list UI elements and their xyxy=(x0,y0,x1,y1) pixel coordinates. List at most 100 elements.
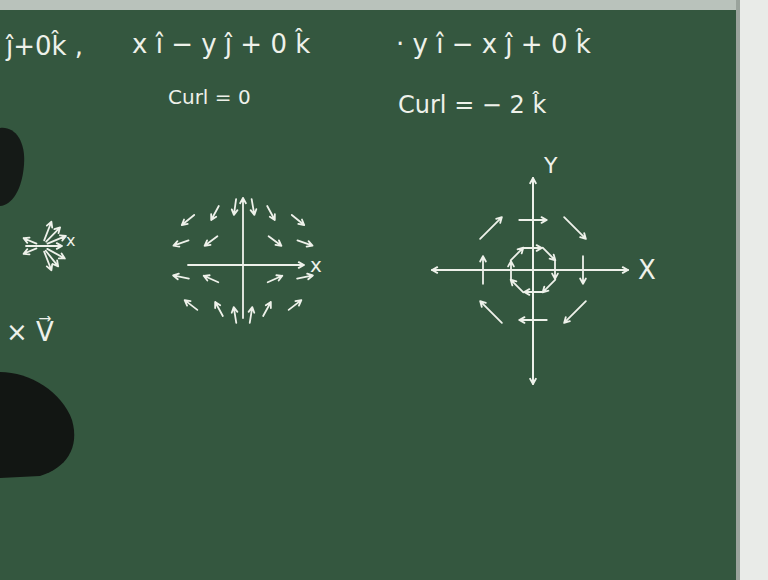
x-axis-stroke xyxy=(432,267,628,273)
field-arrow-stroke xyxy=(508,261,514,279)
field-arrow xyxy=(289,300,302,310)
field-arrow xyxy=(204,275,219,282)
field-arrow-stroke xyxy=(173,240,188,246)
field-arrow xyxy=(480,301,502,323)
field-arrow-stroke xyxy=(205,236,218,246)
board-shadow xyxy=(0,10,768,16)
field-arrow-stroke xyxy=(269,236,282,246)
field-arrow-stroke xyxy=(543,280,556,293)
field-arrow xyxy=(205,236,218,246)
y-axis-stroke xyxy=(530,178,536,384)
curl-result: Curl = 0 xyxy=(168,86,251,108)
field-arrow-stroke xyxy=(249,307,255,323)
field-arrow xyxy=(297,240,312,246)
field-arrow xyxy=(268,275,283,282)
field-arrow xyxy=(519,217,547,223)
field-arrow xyxy=(524,245,542,251)
field-arrow-stroke xyxy=(47,249,65,259)
x-axis-stroke xyxy=(26,243,62,249)
field-arrow xyxy=(173,274,189,280)
x-axis xyxy=(188,262,304,268)
x-axis-stroke xyxy=(188,262,304,268)
board-top-rail xyxy=(0,0,768,10)
field-arrow xyxy=(232,199,238,215)
field-arrow-stroke xyxy=(511,280,524,293)
field-arrow-stroke xyxy=(173,274,189,280)
x-axis-stroke xyxy=(432,267,628,273)
field-arrow xyxy=(519,317,547,323)
lecturer-shoulder xyxy=(0,372,74,478)
field-arrow xyxy=(44,252,52,271)
field-arrow-stroke xyxy=(24,238,37,244)
field-arrow-stroke xyxy=(580,256,586,284)
field-arrow xyxy=(249,307,255,323)
field-arrow xyxy=(543,248,556,261)
field-arrow-stroke xyxy=(289,300,302,310)
axis-label: Y xyxy=(544,154,557,178)
field-arrow-stroke xyxy=(44,222,52,241)
field-arrow-stroke xyxy=(263,302,271,316)
field-arrow-stroke xyxy=(480,256,486,284)
x-axis xyxy=(432,267,628,273)
field-arrow-stroke xyxy=(211,206,219,220)
field-arrow-stroke xyxy=(524,245,542,251)
board-frame-edge xyxy=(736,0,740,580)
board-frame xyxy=(736,0,768,580)
y-axis-stroke xyxy=(240,198,246,318)
field-arrow xyxy=(564,217,586,239)
field-arrow-stroke xyxy=(297,240,312,246)
field-arrow-stroke xyxy=(24,248,37,254)
field-arrow-stroke xyxy=(511,248,524,261)
field-arrow xyxy=(511,280,524,293)
field-arrow xyxy=(182,215,194,225)
field-arrow-stroke xyxy=(564,217,586,239)
field-arrow-stroke xyxy=(215,302,223,316)
field-arrow-stroke xyxy=(267,206,275,220)
field-arrow xyxy=(292,215,304,225)
field-arrow xyxy=(508,261,514,279)
vector-expression: · y î − x ĵ + 0 k̂ xyxy=(396,30,591,59)
field-arrow-stroke xyxy=(268,275,283,282)
field-arrow xyxy=(543,280,556,293)
field-arrow-stroke xyxy=(185,300,198,310)
field-arrow xyxy=(173,240,188,246)
field-arrow-stroke xyxy=(232,199,238,215)
field-arrow xyxy=(269,236,282,246)
field-arrow xyxy=(511,248,524,261)
field-arrow-stroke xyxy=(519,317,547,323)
y-axis xyxy=(530,178,536,384)
vector-fields xyxy=(24,178,628,384)
field-arrow xyxy=(24,238,37,244)
field-arrow xyxy=(47,249,65,259)
field-arrow xyxy=(480,256,486,284)
field-arrow xyxy=(524,289,542,295)
field-arrow xyxy=(263,302,271,316)
y-axis-stroke xyxy=(530,178,536,384)
field-arrow-stroke xyxy=(232,307,238,323)
field-arrow xyxy=(211,206,219,220)
field-arrow xyxy=(267,206,275,220)
field-arrow-stroke xyxy=(292,215,304,225)
field-arrow xyxy=(564,301,586,323)
curl-result: Curl = − 2 k̂ xyxy=(398,92,546,118)
field-arrow-stroke xyxy=(182,215,194,225)
field-arrow-stroke xyxy=(480,301,502,323)
field-arrow-stroke xyxy=(480,217,502,239)
x-axis xyxy=(432,267,628,273)
axis-label: x xyxy=(310,254,322,276)
field-arrow xyxy=(215,302,223,316)
field-arrow-stroke xyxy=(564,301,586,323)
field-arrow-stroke xyxy=(44,252,52,271)
y-axis xyxy=(530,178,536,384)
field-arrow-stroke xyxy=(552,261,558,279)
operator-expression: × V⃗ xyxy=(6,318,54,347)
field-arrow xyxy=(251,199,257,215)
x-axis xyxy=(26,243,62,249)
field-arrow xyxy=(552,261,558,279)
field-arrow xyxy=(44,222,52,241)
field-arrow-stroke xyxy=(519,217,547,223)
y-axis xyxy=(240,198,246,318)
